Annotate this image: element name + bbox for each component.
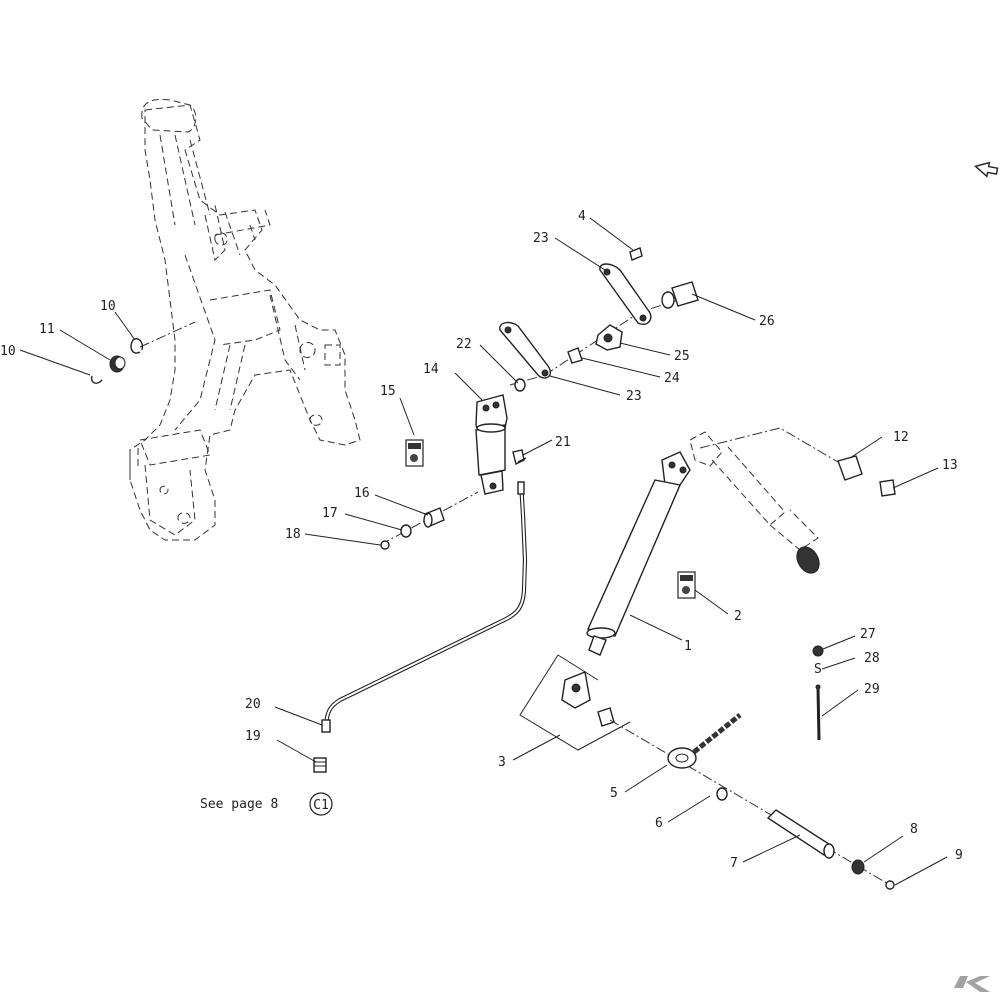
callout-11: 11	[39, 322, 55, 337]
callout-1: 1	[684, 639, 692, 654]
decal-15	[405, 439, 424, 467]
loader-frame	[129, 98, 361, 541]
spring-clip-28: S	[814, 662, 822, 677]
callout-22: 22	[456, 337, 472, 352]
callout-19: 19	[245, 729, 261, 744]
callout-15: 15	[380, 384, 396, 399]
snap-ring-10-upper	[130, 338, 144, 354]
callout-8: 8	[910, 822, 918, 837]
sleeve-12	[837, 455, 863, 481]
main-cylinder-1	[586, 451, 691, 656]
bushing-11	[109, 355, 126, 373]
callout-28: 28	[864, 651, 880, 666]
callout-9: 9	[955, 848, 963, 863]
callout-23-lower: 23	[626, 389, 642, 404]
assembly-3-outline	[519, 654, 631, 751]
callout-25: 25	[674, 349, 690, 364]
brand-logo-icon	[954, 976, 990, 992]
pin-16	[423, 507, 445, 528]
callout-6: 6	[655, 816, 663, 831]
callout-13: 13	[942, 458, 958, 473]
link-arm-23-upper	[599, 263, 652, 325]
reference-badge-label: C1	[313, 798, 329, 813]
callout-27: 27	[860, 627, 876, 642]
bushing-13	[879, 479, 896, 497]
callout-3: 3	[498, 755, 506, 770]
washer-6	[716, 787, 728, 801]
callout-21: 21	[555, 435, 571, 450]
callout-23-upper: 23	[533, 231, 549, 246]
callout-7: 7	[730, 856, 738, 871]
callout-20: 20	[245, 697, 261, 712]
next-page-arrow-icon[interactable]	[974, 160, 999, 178]
callout-5: 5	[610, 786, 618, 801]
callout-14: 14	[423, 362, 439, 377]
secondary-cylinder-ghost	[689, 427, 839, 574]
callout-2: 2	[734, 609, 742, 624]
callout-29: 29	[864, 682, 880, 697]
callout-26: 26	[759, 314, 775, 329]
callout-10-upper: 10	[100, 299, 116, 314]
adapter-fitting-19	[313, 757, 327, 773]
snap-ring-10-lower	[90, 375, 103, 384]
link-arm-23-lower	[499, 321, 552, 379]
callout-16: 16	[354, 486, 370, 501]
clevis-pin-26	[661, 281, 699, 309]
pin-7	[766, 809, 835, 859]
callout-12: 12	[893, 430, 909, 445]
spacer-block-25	[595, 324, 623, 351]
elbow-fitting-21	[512, 449, 527, 466]
callout-4: 4	[578, 209, 586, 224]
snap-ring-18	[380, 540, 390, 550]
roll-pin-4	[629, 247, 643, 261]
ring-9	[885, 880, 895, 890]
rod-29	[815, 684, 821, 741]
hydraulic-line-20	[321, 481, 528, 733]
nut-27	[812, 645, 824, 657]
bushing-8	[851, 859, 865, 875]
reference-badge[interactable]: C1	[309, 792, 333, 816]
leader-lines	[19, 217, 948, 886]
callout-17: 17	[322, 506, 338, 521]
washer-17	[400, 524, 412, 538]
callout-10-lower: 10	[0, 344, 16, 359]
hydraulic-cylinder-14	[475, 394, 508, 495]
bushing-24	[567, 347, 583, 364]
callout-24: 24	[664, 371, 680, 386]
reference-text: See page 8	[200, 797, 278, 812]
decal-2	[677, 571, 696, 599]
chain-eye-5	[667, 713, 742, 769]
callout-18: 18	[285, 527, 301, 542]
